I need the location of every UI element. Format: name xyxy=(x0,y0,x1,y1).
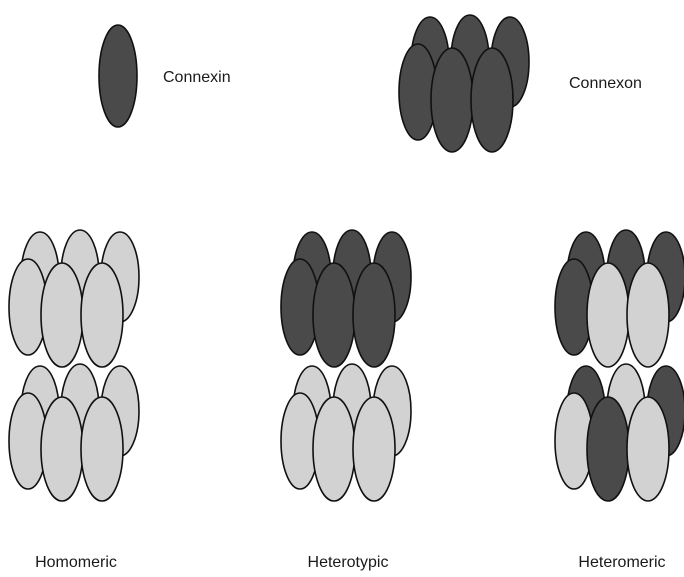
connexin-subunit xyxy=(41,263,83,367)
channel-label: Heteromeric xyxy=(578,554,665,571)
channel-upper-connexon xyxy=(555,230,684,367)
connexin-subunit xyxy=(99,25,137,127)
connexon-label: Connexon xyxy=(569,75,642,92)
channel-upper-connexon xyxy=(281,230,411,367)
connexin-subunit xyxy=(587,397,629,501)
connexin-subunit xyxy=(627,263,669,367)
channel-label: Heterotypic xyxy=(308,554,389,571)
channel-label: Homomeric xyxy=(35,554,117,571)
connexin-subunit xyxy=(587,263,629,367)
connexon-hexamer xyxy=(399,15,529,152)
channel-lower-connexon xyxy=(555,364,684,501)
connexin-subunit xyxy=(313,397,355,501)
connexin-subunit xyxy=(81,263,123,367)
channel-upper-connexon xyxy=(9,230,139,367)
connexin-label: Connexin xyxy=(163,69,231,86)
connexin-subunit xyxy=(471,48,513,152)
channel-heterotypic: Heterotypic xyxy=(281,230,411,571)
connexin-subunit xyxy=(431,48,473,152)
connexin-subunit xyxy=(81,397,123,501)
connexin-subunit xyxy=(353,397,395,501)
connexin-subunit xyxy=(313,263,355,367)
channel-heteromeric: Heteromeric xyxy=(555,230,684,571)
channel-lower-connexon xyxy=(9,364,139,501)
connexin-subunit xyxy=(353,263,395,367)
connexin-subunit xyxy=(627,397,669,501)
channel-lower-connexon xyxy=(281,364,411,501)
connexin-subunit xyxy=(41,397,83,501)
channel-homomeric: Homomeric xyxy=(9,230,139,571)
